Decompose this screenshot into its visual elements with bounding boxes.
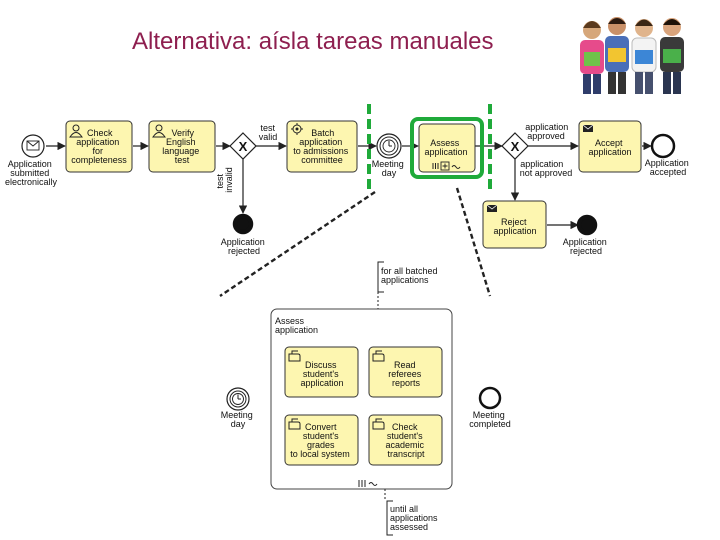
svg-text:Meeting day: Meeting day — [221, 410, 256, 429]
task-accept-application[interactable]: Accept application — [578, 120, 642, 173]
svg-text:Application accepted: Application accepted — [645, 158, 692, 177]
svg-text:Read referees: Read referees reports — [388, 360, 424, 388]
subprocess-end-event-meeting-completed: Meeting completed — [469, 386, 511, 429]
end-event-application-rejected-2: Application rejected — [563, 214, 610, 256]
svg-text:until all applications: until all applications assessed — [390, 504, 440, 532]
svg-text:Application rejected: Application rejected — [221, 237, 268, 256]
student-2 — [605, 17, 629, 94]
svg-text:Application rejected: Application rejected — [563, 237, 610, 256]
timer-event-meeting-day: Meeting day — [372, 133, 407, 178]
exclusive-gateway-decision: X application approved application not a… — [501, 122, 573, 178]
svg-text:Convert student's: Convert student's grades to local system — [290, 422, 350, 459]
svg-text:Accept application: Accept application — [588, 138, 631, 157]
gear-icon — [291, 123, 303, 135]
svg-text:for all batched applicat: for all batched applications — [381, 266, 440, 285]
label-application-not-approved: application not approved — [520, 159, 573, 178]
annotation-until-all-assessed: until all applications assessed — [384, 489, 440, 536]
student-3 — [631, 19, 657, 94]
subprocess-assess-application-expanded: Assess application Discuss student's app… — [270, 308, 453, 490]
sequence-flows — [46, 141, 652, 230]
send-mail-icon — [486, 204, 498, 212]
start-event-label: Application submitted electronically — [5, 159, 58, 187]
svg-text:Meeting completed: Meeting completed — [469, 410, 511, 429]
label-application-approved: application approved — [525, 122, 571, 141]
task-batch-application[interactable]: Batch application to admissions committe… — [286, 120, 358, 173]
svg-text:Discuss student's: Discuss student's application — [300, 360, 343, 388]
svg-text:X: X — [239, 139, 248, 154]
students-photo — [580, 17, 684, 94]
task-check-application[interactable]: Check application for completeness — [65, 120, 133, 173]
task-check-transcript[interactable]: Check student's academic transcript — [368, 414, 443, 466]
subprocess-start-timer-meeting-day: Meeting day — [221, 387, 256, 429]
exclusive-gateway-test: X test valid test invalid — [215, 123, 278, 193]
send-mail-icon — [582, 124, 594, 132]
multi-instance-marker-icon — [432, 161, 461, 171]
annotation-for-all-batched: for all batched applications — [377, 261, 440, 309]
svg-text:Meeting day: Meeting day — [372, 159, 407, 178]
label-test-invalid: test invalid — [215, 167, 234, 193]
svg-text:Assess application: Assess application — [424, 138, 467, 157]
task-reject-application[interactable]: Reject application — [482, 200, 547, 249]
end-event-application-accepted: Application accepted — [645, 133, 692, 177]
svg-text:Reject application: Reject application — [493, 217, 536, 236]
label-test-valid: test valid — [259, 123, 278, 142]
task-verify-english-test[interactable]: Verify English language test — [148, 120, 216, 173]
subprocess-title: Assess application — [275, 316, 318, 335]
end-event-application-rejected-1: Application rejected — [221, 213, 268, 256]
task-convert-grades[interactable]: Convert student's grades to local system — [284, 414, 359, 466]
slide-title: Alternativa: aísla tareas manuales — [132, 28, 494, 55]
subprocess-assess-application-collapsed[interactable]: Assess application — [410, 117, 484, 179]
svg-text:Check application: Check application for completeness — [71, 128, 127, 165]
task-discuss-application[interactable]: Discuss student's application — [284, 346, 359, 398]
task-read-referees-reports[interactable]: Read referees reports — [368, 346, 443, 398]
parallel-multi-instance-marker-icon — [358, 480, 378, 487]
student-4 — [660, 18, 684, 94]
svg-text:Check student's: Check student's academic transcript — [385, 422, 426, 459]
svg-text:Batch application: Batch application to admissions committe… — [293, 128, 351, 165]
expansion-dashed-lines — [219, 187, 492, 297]
start-event-application-submitted: Application submitted electronically — [5, 134, 58, 187]
student-1 — [580, 21, 604, 94]
svg-text:X: X — [511, 139, 520, 154]
svg-text:Verify English lan: Verify English language test — [162, 128, 202, 165]
